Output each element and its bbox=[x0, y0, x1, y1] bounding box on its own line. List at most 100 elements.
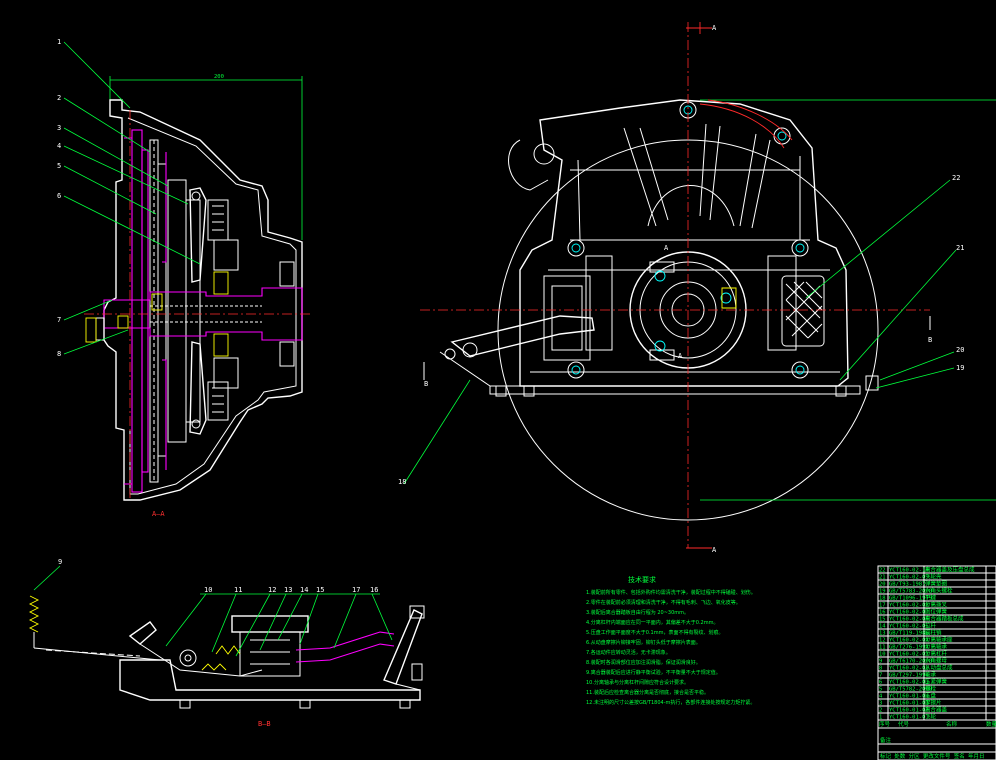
bom-row-name: 圆柱销 bbox=[925, 629, 942, 637]
callout-14: 14 bbox=[300, 586, 308, 594]
bom-row-name: 分离轴承 bbox=[925, 643, 948, 651]
tech-note-line: 3.装配后离合器踏板自由行程为 20~30mm。 bbox=[586, 609, 689, 616]
cut-mark-b-left: B bbox=[424, 380, 428, 388]
bom-row-code: YCT160-02-02 bbox=[889, 666, 929, 672]
bom-row-name: 弹簧垫圈 bbox=[925, 580, 948, 588]
bom-row-name: 飞轮壳 bbox=[925, 573, 942, 581]
bottom-callouts: 9 10 11 12 13 14 15 17 16 bbox=[58, 558, 393, 657]
bom-title-row: 标记 处数 分区 更改文件号 签名 年月日 bbox=[880, 752, 985, 760]
callout-16: 16 bbox=[370, 586, 378, 594]
bom-row-no: 22 bbox=[879, 568, 886, 574]
bom-row-code: YCT160-02-07 bbox=[889, 610, 929, 616]
bom-header-note: 备注 bbox=[880, 736, 892, 744]
tech-note-line: 5.压盘工作面平面度不大于0.1mm，表面不得有裂纹、划痕。 bbox=[586, 629, 723, 636]
bom-row-no: 1 bbox=[879, 715, 882, 721]
bom-row-name: 飞轮 bbox=[925, 713, 937, 721]
bom-row-code: YCT160-02-04 bbox=[889, 638, 929, 644]
bom-row-no: 17 bbox=[879, 603, 886, 609]
callout-4: 4 bbox=[57, 142, 61, 150]
tech-note-line: 7.各运动件应转动灵活，无卡滞现象。 bbox=[586, 649, 671, 656]
bom-row-name: 分离轴承座 bbox=[925, 636, 953, 644]
callout-7: 7 bbox=[57, 316, 61, 324]
callout-9: 9 bbox=[58, 558, 62, 566]
tech-notes-title: 技术要求 bbox=[628, 575, 656, 584]
bom-row-no: 14 bbox=[879, 624, 886, 630]
cut-mark-a-center-2: A bbox=[678, 352, 683, 360]
bom-row-no: 4 bbox=[879, 694, 883, 700]
bom-row-code: YCT160-01-04 bbox=[889, 694, 929, 700]
callout-19: 19 bbox=[956, 364, 964, 372]
bom-row-code: YCT160-01-03 bbox=[889, 701, 929, 707]
bom-row-code: YCT160-02-08 bbox=[889, 603, 929, 609]
bom-row-name: 平键 bbox=[925, 594, 937, 602]
tech-note-line: 4.分离杠杆内端面应在同一平面内，其偏差不大于0.2mm。 bbox=[586, 619, 718, 626]
callout-11: 11 bbox=[234, 586, 242, 594]
bom-row-no: 10 bbox=[879, 652, 886, 658]
tech-note-line: 6.从动盘摩擦片铆接牢固，铆钉头低于摩擦片表面。 bbox=[586, 639, 701, 646]
bom-row-code: GB/T5783-2000 bbox=[889, 589, 932, 595]
callout-15: 15 bbox=[316, 586, 324, 594]
callout-20: 20 bbox=[956, 346, 964, 354]
bom-row-name: 轴承 bbox=[925, 671, 937, 679]
bom-row-name: 离合器盖及压盘总成 bbox=[925, 566, 975, 574]
callout-18: 18 bbox=[398, 478, 406, 486]
bom-row-name: 拉杆 bbox=[925, 622, 937, 630]
bom-row-no: 15 bbox=[879, 617, 886, 623]
callout-12: 12 bbox=[268, 586, 276, 594]
section-view-aa: 200 bbox=[84, 74, 312, 518]
callout-5: 5 bbox=[57, 162, 61, 170]
technical-requirements: 技术要求 1.装配前所有零件、包括外购件均需清洗干净，装配过程中不得磕碰、划伤。… bbox=[586, 575, 756, 706]
bom-header-no: 序号 bbox=[879, 720, 891, 728]
callout-2: 2 bbox=[57, 94, 61, 102]
bom-row-no: 7 bbox=[879, 673, 882, 679]
bom-row-code: YCT160-02-09 bbox=[889, 575, 929, 581]
bom-row-no: 16 bbox=[879, 610, 886, 616]
tech-note-line: 10.分离轴承与分离杠杆间隙应符合设计要求。 bbox=[586, 679, 689, 686]
bom-row-no: 12 bbox=[879, 638, 886, 644]
callout-10: 10 bbox=[204, 586, 212, 594]
dimension-top: 200 bbox=[214, 74, 224, 80]
cut-mark-a-center-1: A bbox=[664, 244, 669, 252]
bom-row-code: GB/T5782-2000 bbox=[889, 687, 932, 693]
bom-row-name: 螺栓 bbox=[925, 685, 937, 693]
right-callouts: 22 21 20 19 18 bbox=[398, 174, 964, 486]
callout-3: 3 bbox=[57, 124, 61, 132]
bom-row-no: 18 bbox=[879, 596, 886, 602]
bom-row-no: 5 bbox=[879, 687, 882, 693]
bom-row-code: YCT160-01-02 bbox=[889, 708, 929, 714]
callout-21: 21 bbox=[956, 244, 964, 252]
bom-row-no: 19 bbox=[879, 589, 886, 595]
bom-row-name: 摩擦片 bbox=[925, 699, 942, 707]
bom-row-code: YCT160-02-05 bbox=[889, 624, 929, 630]
bom-row-no: 13 bbox=[879, 631, 886, 637]
bom-row-name: 六角螺母 bbox=[925, 657, 948, 665]
bom-row-code: GB/T93-1987 bbox=[889, 582, 925, 588]
tech-note-line: 1.装配前所有零件、包括外购件均需清洗干净，装配过程中不得磕碰、划伤。 bbox=[586, 589, 756, 596]
bom-row-no: 2 bbox=[879, 708, 882, 714]
callout-17: 17 bbox=[352, 586, 360, 594]
bom-row-name: 离合器盖 bbox=[925, 706, 948, 714]
cut-mark-a-top: A bbox=[712, 24, 717, 32]
section-view-bb: B—B bbox=[28, 565, 425, 728]
cut-mark-b-right: B bbox=[928, 336, 932, 344]
tech-note-line: 11.装配后应检查离合器分离是否彻底，接合是否平稳。 bbox=[586, 689, 709, 696]
bom-row-no: 11 bbox=[879, 645, 886, 651]
bom-row-no: 9 bbox=[879, 659, 882, 665]
bom-row-name: 压紧弹簧 bbox=[925, 678, 948, 686]
tech-note-line: 9.离合器装配后应进行静平衡试验，不平衡量不大于规定值。 bbox=[586, 669, 721, 676]
bom-row-name: 从动盘总成 bbox=[925, 664, 953, 672]
bom-row-no: 20 bbox=[879, 582, 886, 588]
bom-header-qty: 数量 bbox=[986, 720, 996, 728]
callout-1: 1 bbox=[57, 38, 61, 46]
bom-row-code: YCT160-01-01 bbox=[889, 715, 929, 721]
callout-8: 8 bbox=[57, 350, 61, 358]
bom-row-no: 6 bbox=[879, 680, 882, 686]
cut-mark-a-bottom: A bbox=[712, 546, 717, 554]
bom-header-code: 代号 bbox=[898, 720, 910, 728]
bom-row-code: GB/T119-1986 bbox=[889, 631, 929, 637]
section-label-bb: B—B bbox=[258, 720, 271, 728]
bom-row-name: 分离拨叉 bbox=[925, 601, 948, 609]
bom-row-code: YCT160-02-10 bbox=[889, 568, 929, 574]
